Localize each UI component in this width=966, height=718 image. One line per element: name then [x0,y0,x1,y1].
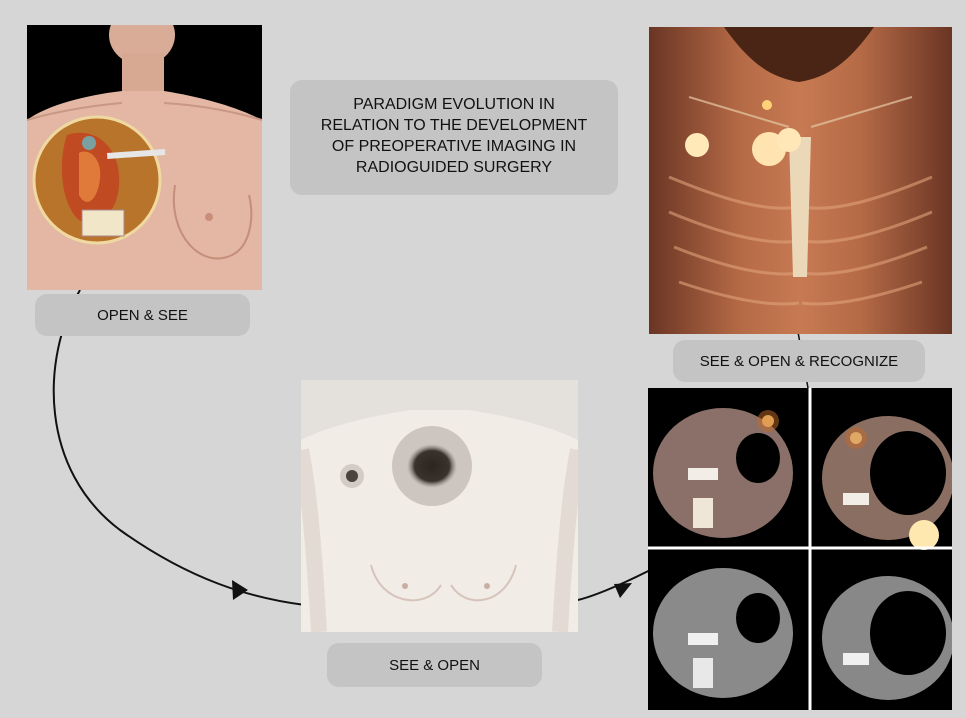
stage-label-see-open: SEE & OPEN [327,643,542,687]
stage-label-see-open-recognize: SEE & OPEN & RECOGNIZE [673,340,925,382]
ct-slice-1 [648,550,808,710]
lymphoscintigraphy-image [301,380,578,632]
arrowhead-1 [232,580,248,600]
diagram-title: PARADIGM EVOLUTION IN RELATION TO THE DE… [290,80,618,195]
fused-slice-2 [812,388,952,550]
arrowhead-2 [614,583,632,598]
title-line-2: RELATION TO THE DEVELOPMENT [310,115,598,136]
open-surgery-image [27,25,262,290]
title-line-1: PARADIGM EVOLUTION IN [310,94,598,115]
title-line-4: RADIOGUIDED SURGERY [310,157,598,178]
fused-slice-1 [648,388,808,546]
spect-ct-3d-image [649,27,952,334]
title-line-3: OF PREOPERATIVE IMAGING IN [310,136,598,157]
ct-slices-grid [648,388,952,710]
ct-slice-2 [812,550,952,710]
stage-label-open-see: OPEN & SEE [35,294,250,336]
arrow-open-see-to-see-open [54,290,305,605]
